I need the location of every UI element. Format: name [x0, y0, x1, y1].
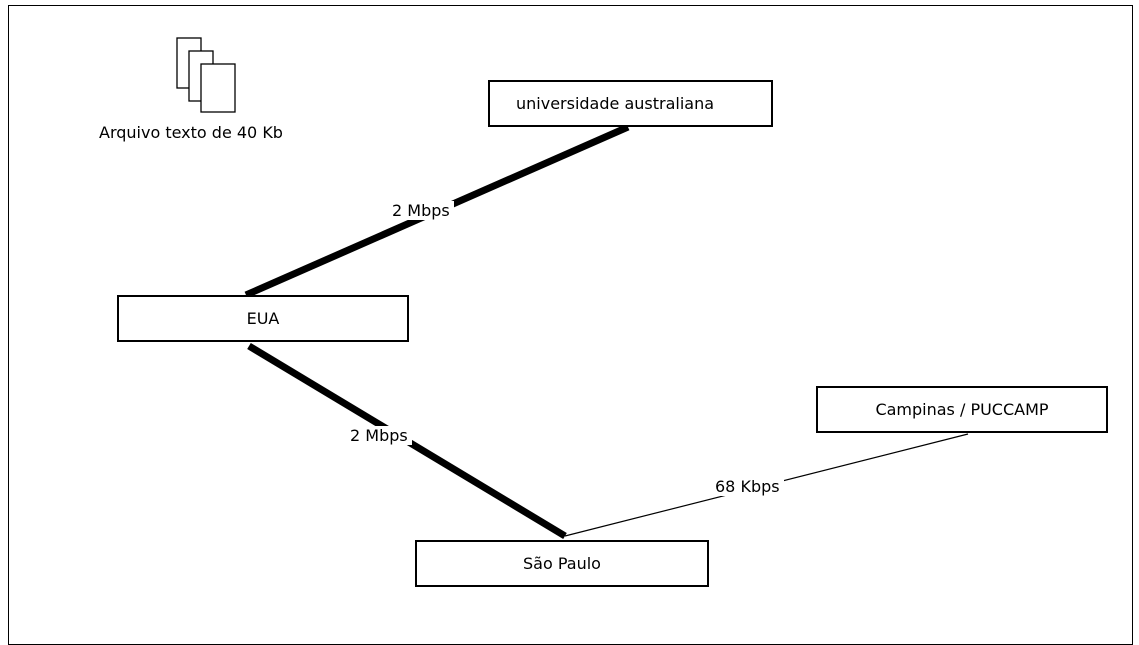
label-australia-eua: 2 Mbps — [388, 201, 454, 220]
label-eua-sao-paulo: 2 Mbps — [346, 426, 412, 445]
node-sao-paulo: São Paulo — [415, 540, 709, 587]
label-sao-paulo-campinas: 68 Kbps — [711, 477, 784, 496]
file-caption: Arquivo texto de 40 Kb — [99, 123, 283, 142]
node-campinas: Campinas / PUCCAMP — [816, 386, 1108, 433]
documents-stack-icon — [176, 37, 236, 113]
node-australia: universidade australiana — [488, 80, 773, 127]
node-eua: EUA — [117, 295, 409, 342]
